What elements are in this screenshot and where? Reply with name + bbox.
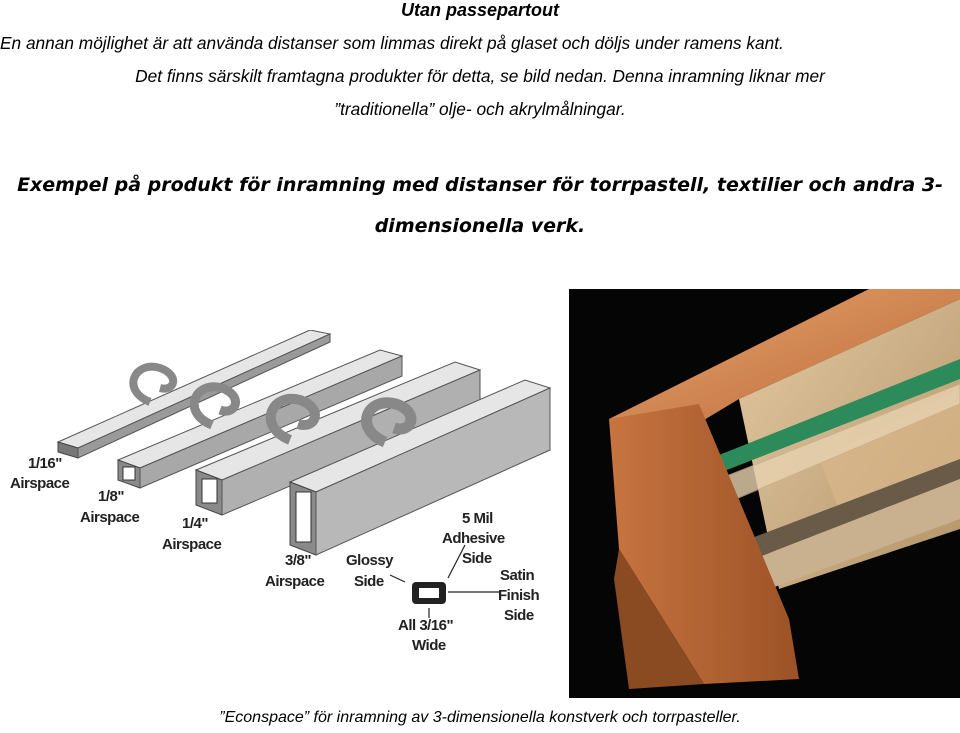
spacer-3-8: [288, 379, 552, 556]
label-all-3-16: All 3/16": [398, 617, 454, 634]
label-1-16: 1/16": [28, 455, 62, 472]
example-heading-line-1: Exempel på produkt för inramning med dis…: [17, 174, 943, 196]
label-1-16-airspace: Airspace: [10, 475, 70, 492]
label-1-4-airspace: Airspace: [162, 536, 222, 553]
label-3-8: 3/8": [285, 552, 311, 569]
label-1-8: 1/8": [98, 488, 124, 505]
label-3-8-airspace: Airspace: [265, 573, 325, 590]
paragraph-line-3: ”traditionella” olje- och akrylmålningar…: [334, 99, 626, 119]
label-adhesive-side: Side: [462, 550, 492, 567]
image-caption: ”Econspace” för inramning av 3-dimension…: [219, 709, 741, 726]
paragraph-line-2: Det finns särskilt framtagna produkter f…: [135, 66, 825, 86]
label-adhesive: Adhesive: [442, 530, 505, 547]
cross-section-icon: [389, 544, 500, 618]
label-wide: Wide: [412, 637, 446, 654]
frame-photo: [569, 289, 960, 698]
section-heading: Utan passepartout: [400, 0, 560, 20]
label-satin: Satin: [500, 567, 535, 584]
spacer-diagram: 1/16" Airspace 1/8" Airspace 1/4" Airspa…: [10, 330, 552, 654]
spacer-1-4: [194, 361, 482, 516]
label-1-8-airspace: Airspace: [80, 509, 140, 526]
label-glossy-side: Side: [354, 573, 384, 590]
label-5-mil: 5 Mil: [462, 510, 493, 527]
label-glossy: Glossy: [346, 552, 394, 569]
label-1-4: 1/4": [182, 515, 208, 532]
label-satin-side: Side: [504, 607, 534, 624]
spacer-1-16: [56, 330, 332, 459]
label-finish: Finish: [498, 587, 540, 604]
paragraph-line-1: En annan möjlighet är att använda distan…: [0, 33, 784, 53]
example-heading-line-2: dimensionella verk.: [374, 215, 586, 237]
